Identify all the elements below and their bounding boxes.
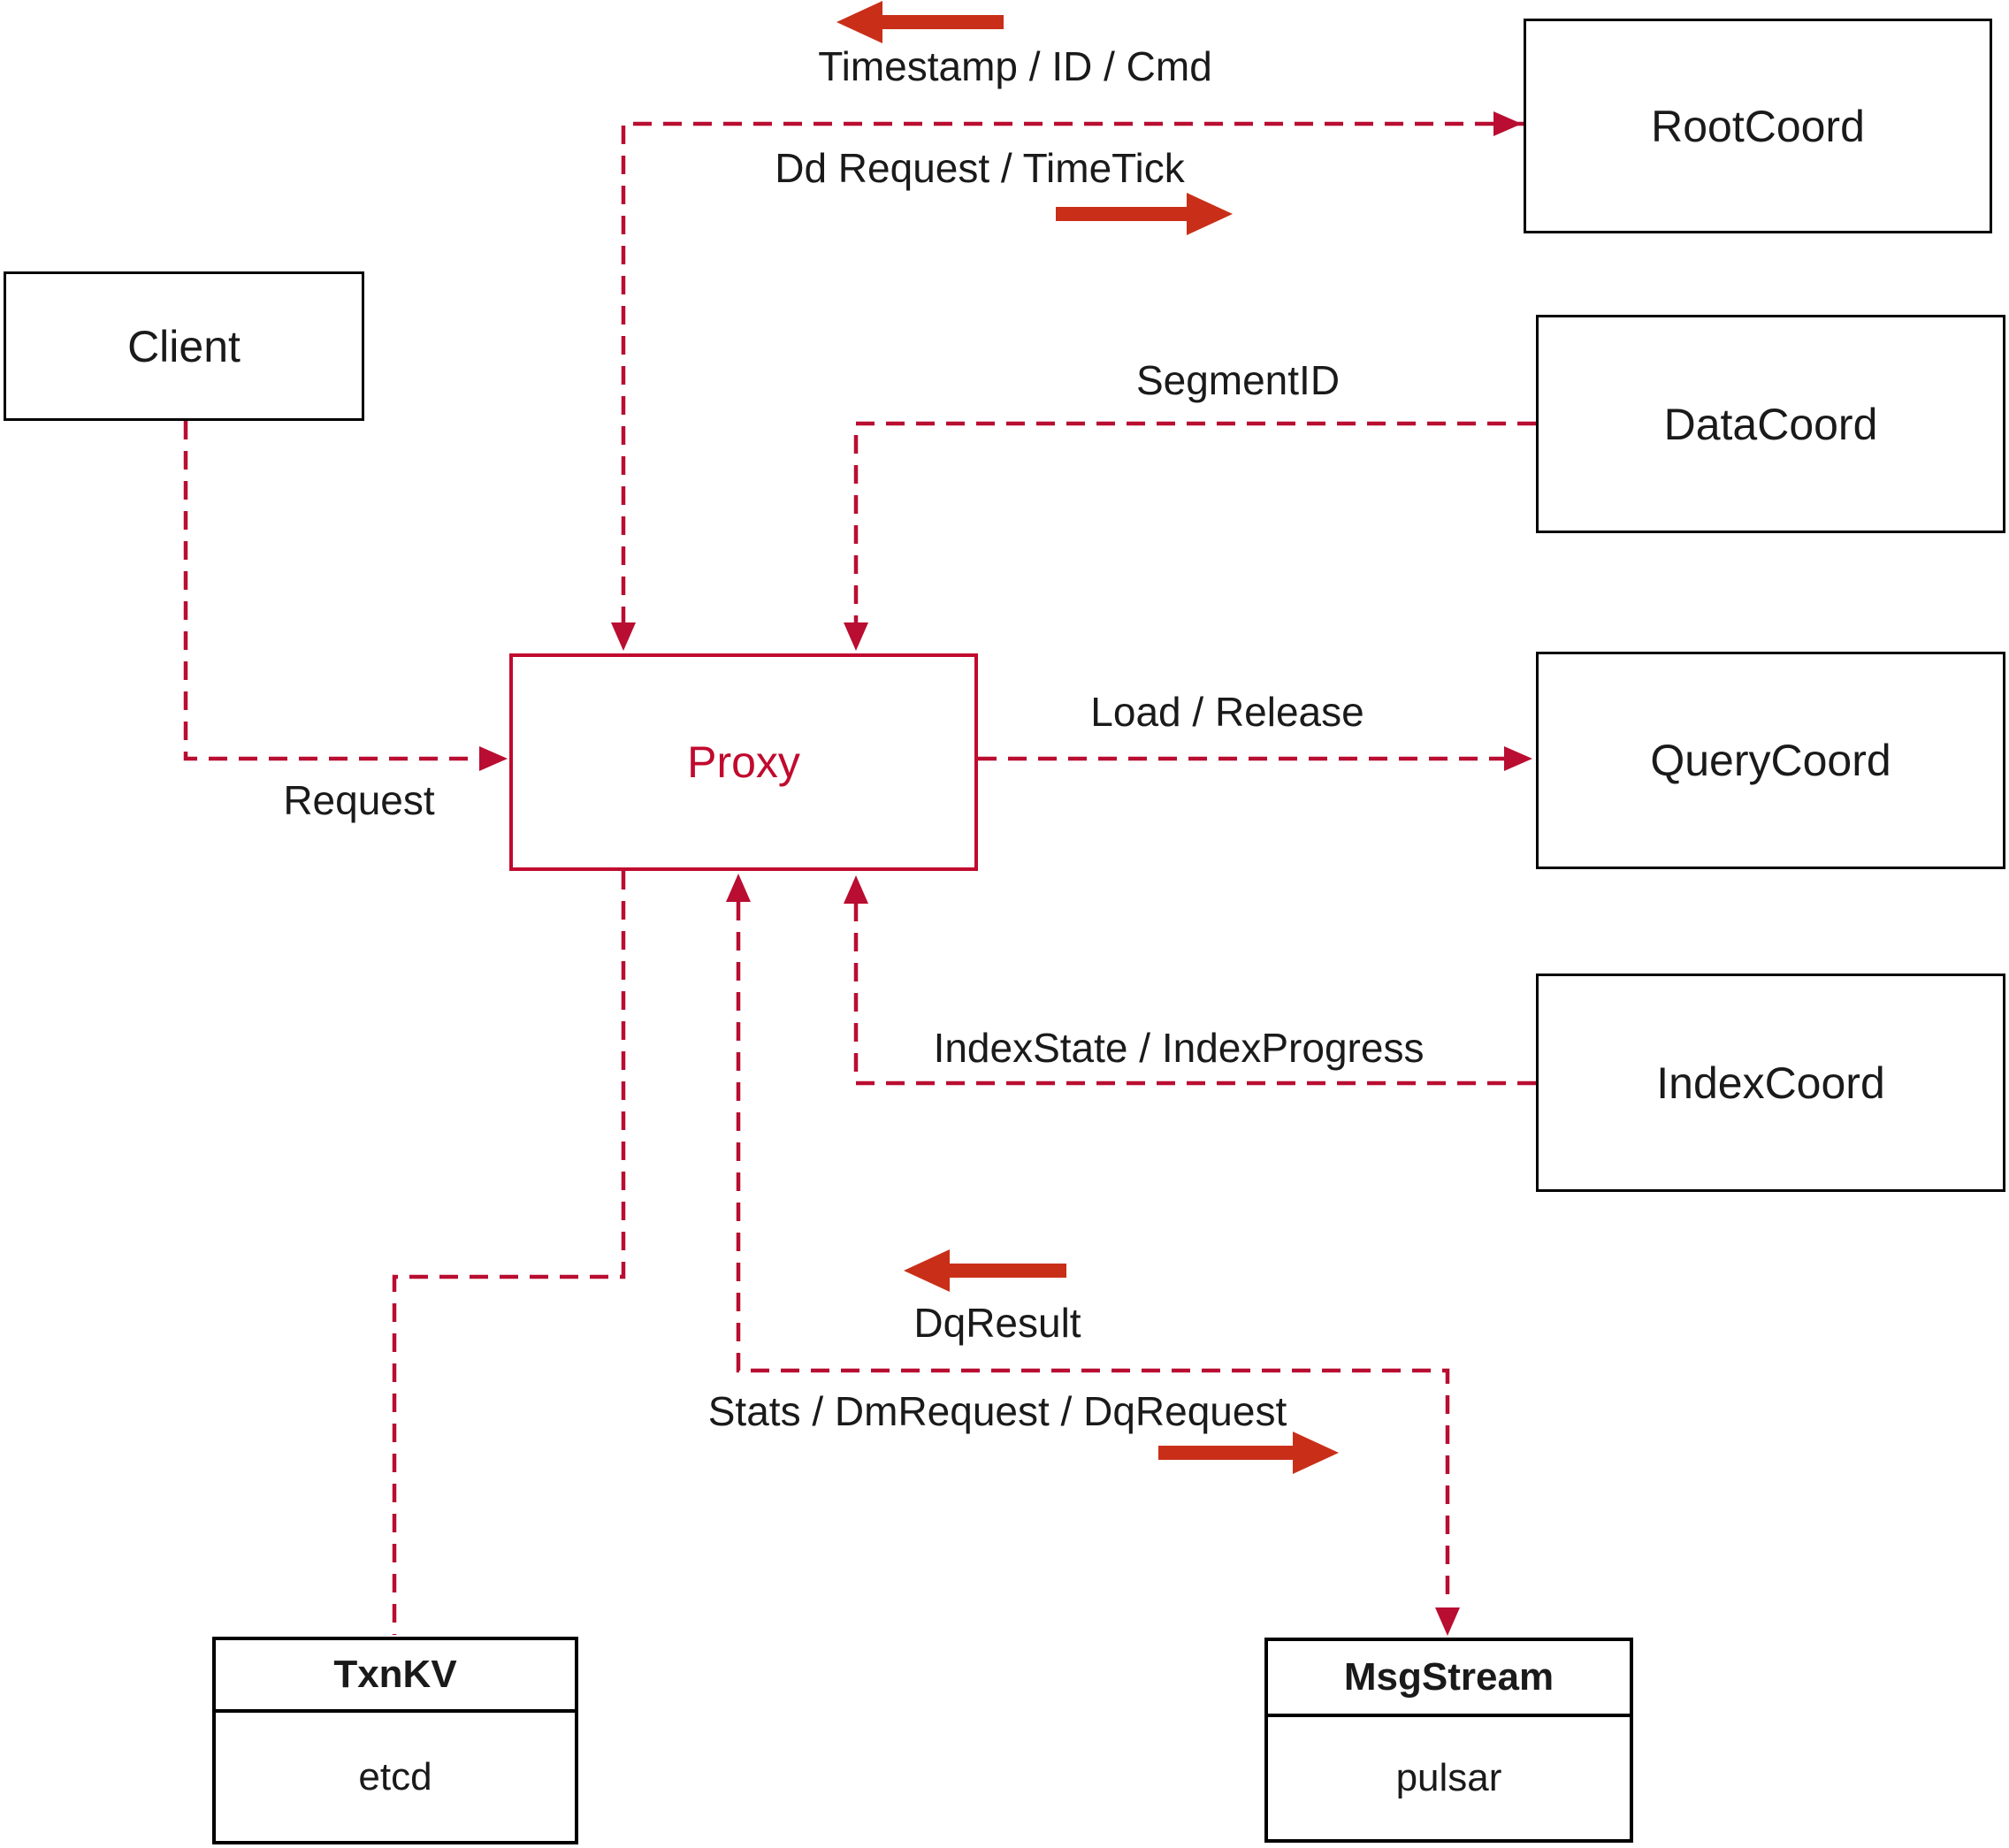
proxy-label: Proxy — [687, 737, 800, 787]
rootcoord-label: RootCoord — [1651, 101, 1865, 151]
msgstream-node: MsgStream pulsar — [1264, 1638, 1633, 1843]
arrowhead-into-proxy-left-icon — [479, 746, 508, 771]
indexcoord-node: IndexCoord — [1536, 974, 2005, 1192]
edge-client-proxy — [183, 421, 479, 761]
arrowhead-into-proxy-bottom-mid-icon — [726, 874, 751, 902]
msgstream-title: MsgStream — [1268, 1641, 1630, 1717]
arrowhead-into-querycoord-icon — [1504, 746, 1532, 771]
indexcoord-label: IndexCoord — [1656, 1058, 1885, 1108]
txnkv-impl: etcd — [358, 1754, 432, 1798]
edge-label-segment-id: SegmentID — [1135, 357, 1341, 403]
edge-datacoord-proxy — [853, 421, 1536, 626]
rootcoord-node: RootCoord — [1524, 19, 1992, 233]
arrowhead-into-proxy-top-left-icon — [611, 622, 636, 651]
proxy-node: Proxy — [509, 653, 978, 871]
arrowhead-into-proxy-top-right-icon — [844, 622, 868, 651]
edge-label-stats-dmrequest-dqrequest: Stats / DmRequest / DqRequest — [707, 1388, 1287, 1434]
edge-label-load-release: Load / Release — [1090, 689, 1364, 735]
arrowhead-into-proxy-bottom-right-icon — [844, 875, 868, 904]
flow-direction-right-arrow-ddrequest-icon — [1056, 193, 1233, 235]
datacoord-label: DataCoord — [1663, 399, 1878, 449]
edge-indexcoord-proxy — [853, 904, 1536, 1086]
edge-label-dd-request-timetick: Dd Request / TimeTick — [775, 145, 1185, 191]
flow-direction-left-arrow-dqresult-icon — [904, 1249, 1066, 1292]
edge-proxy-txnkv — [392, 871, 626, 1635]
querycoord-label: QueryCoord — [1650, 736, 1891, 785]
edge-label-dqresult: DqResult — [913, 1300, 1081, 1346]
datacoord-node: DataCoord — [1536, 315, 2005, 533]
edge-proxy-msgstream — [736, 902, 1450, 1606]
txnkv-node: TxnKV etcd — [212, 1637, 578, 1844]
arrowhead-into-msgstream-icon — [1435, 1607, 1460, 1636]
edge-label-request: Request — [283, 777, 435, 823]
edge-proxy-rootcoord — [621, 121, 1524, 626]
client-node: Client — [4, 271, 364, 421]
txnkv-title: TxnKV — [216, 1640, 575, 1713]
edge-label-timestamp-id-cmd: Timestamp / ID / Cmd — [818, 43, 1212, 89]
client-label: Client — [127, 321, 241, 371]
edge-label-indexstate-indexprogress: IndexState / IndexProgress — [933, 1025, 1425, 1071]
msgstream-impl: pulsar — [1395, 1756, 1502, 1799]
flow-direction-left-arrow-top-icon — [836, 1, 1004, 43]
querycoord-node: QueryCoord — [1536, 652, 2005, 869]
arrowhead-into-rootcoord-icon — [1493, 111, 1522, 136]
flow-direction-right-arrow-stats-icon — [1158, 1432, 1339, 1474]
